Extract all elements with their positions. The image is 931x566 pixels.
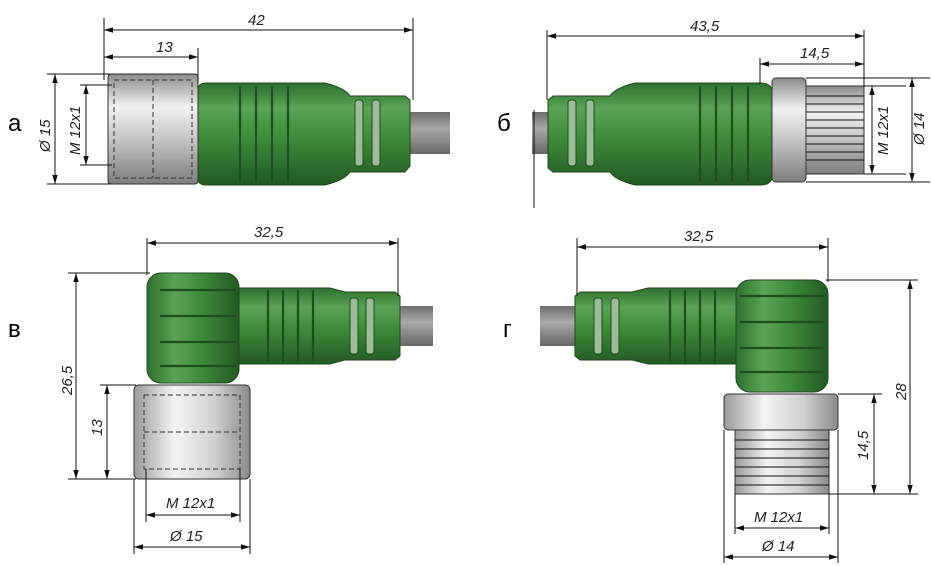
thread-g — [734, 429, 830, 495]
body-b — [547, 82, 773, 186]
body-g-elbow — [735, 279, 829, 393]
dim-a-length: 42 — [248, 12, 265, 29]
dims-v: 32,5 26,5 13 M 12x1 Ø 15 — [59, 224, 399, 554]
panel-label-a: а — [8, 110, 22, 137]
grip-grooves-a — [238, 86, 381, 182]
cable-b — [532, 112, 552, 154]
cable-v — [395, 306, 433, 346]
connector-a-straight-female: 42 13 Ø 15 M 12x1 — [37, 12, 450, 186]
dim-b-length: 43,5 — [690, 18, 720, 35]
dim-g-diameter: Ø 14 — [761, 538, 795, 555]
connector-b-straight-male: 43,5 14,5 M 12x1 Ø 14 — [532, 18, 930, 208]
connector-g-angled-male: 32,5 28 14,5 M 12x1 Ø 14 — [540, 228, 918, 563]
dims-a: 42 13 Ø 15 M 12x1 — [37, 12, 414, 185]
cable-g — [540, 306, 576, 346]
dim-b-thread: M 12x1 — [875, 106, 892, 155]
panel-label-b: б — [497, 110, 511, 137]
body-v-tail — [237, 287, 401, 365]
dim-v-height: 26,5 — [59, 365, 76, 396]
thread-b — [805, 85, 865, 175]
dim-v-thread: M 12x1 — [166, 495, 215, 512]
dim-v-length: 32,5 — [254, 224, 284, 241]
grip-grooves-g — [593, 290, 717, 362]
panel-label-v: в — [8, 316, 21, 343]
dim-v-nut-height: 13 — [89, 419, 106, 436]
dim-g-height: 28 — [893, 383, 910, 401]
dim-a-nut-length: 13 — [156, 39, 173, 56]
dim-g-thread: M 12x1 — [754, 509, 803, 526]
dims-g: 32,5 28 14,5 M 12x1 Ø 14 — [576, 228, 918, 563]
dim-v-diameter: Ø 15 — [169, 528, 203, 545]
grip-grooves-v — [266, 290, 375, 362]
dim-g-length: 32,5 — [684, 228, 714, 245]
dim-b-diameter: Ø 14 — [911, 112, 928, 146]
connector-v-angled-female: 32,5 26,5 13 M 12x1 Ø 15 — [59, 224, 433, 554]
dim-g-nut-height: 14,5 — [855, 430, 872, 460]
dim-b-nut-length: 14,5 — [800, 45, 830, 62]
nut-g — [723, 393, 839, 431]
grip-grooves-b — [567, 86, 750, 182]
panel-label-g: г — [503, 316, 512, 343]
nut-b — [771, 77, 807, 183]
dim-a-diameter: Ø 15 — [37, 119, 54, 153]
cable-a — [405, 112, 450, 154]
dim-a-thread: M 12x1 — [67, 106, 84, 155]
dims-b: 43,5 14,5 M 12x1 Ø 14 — [546, 18, 930, 183]
body-v-elbow — [146, 272, 240, 384]
